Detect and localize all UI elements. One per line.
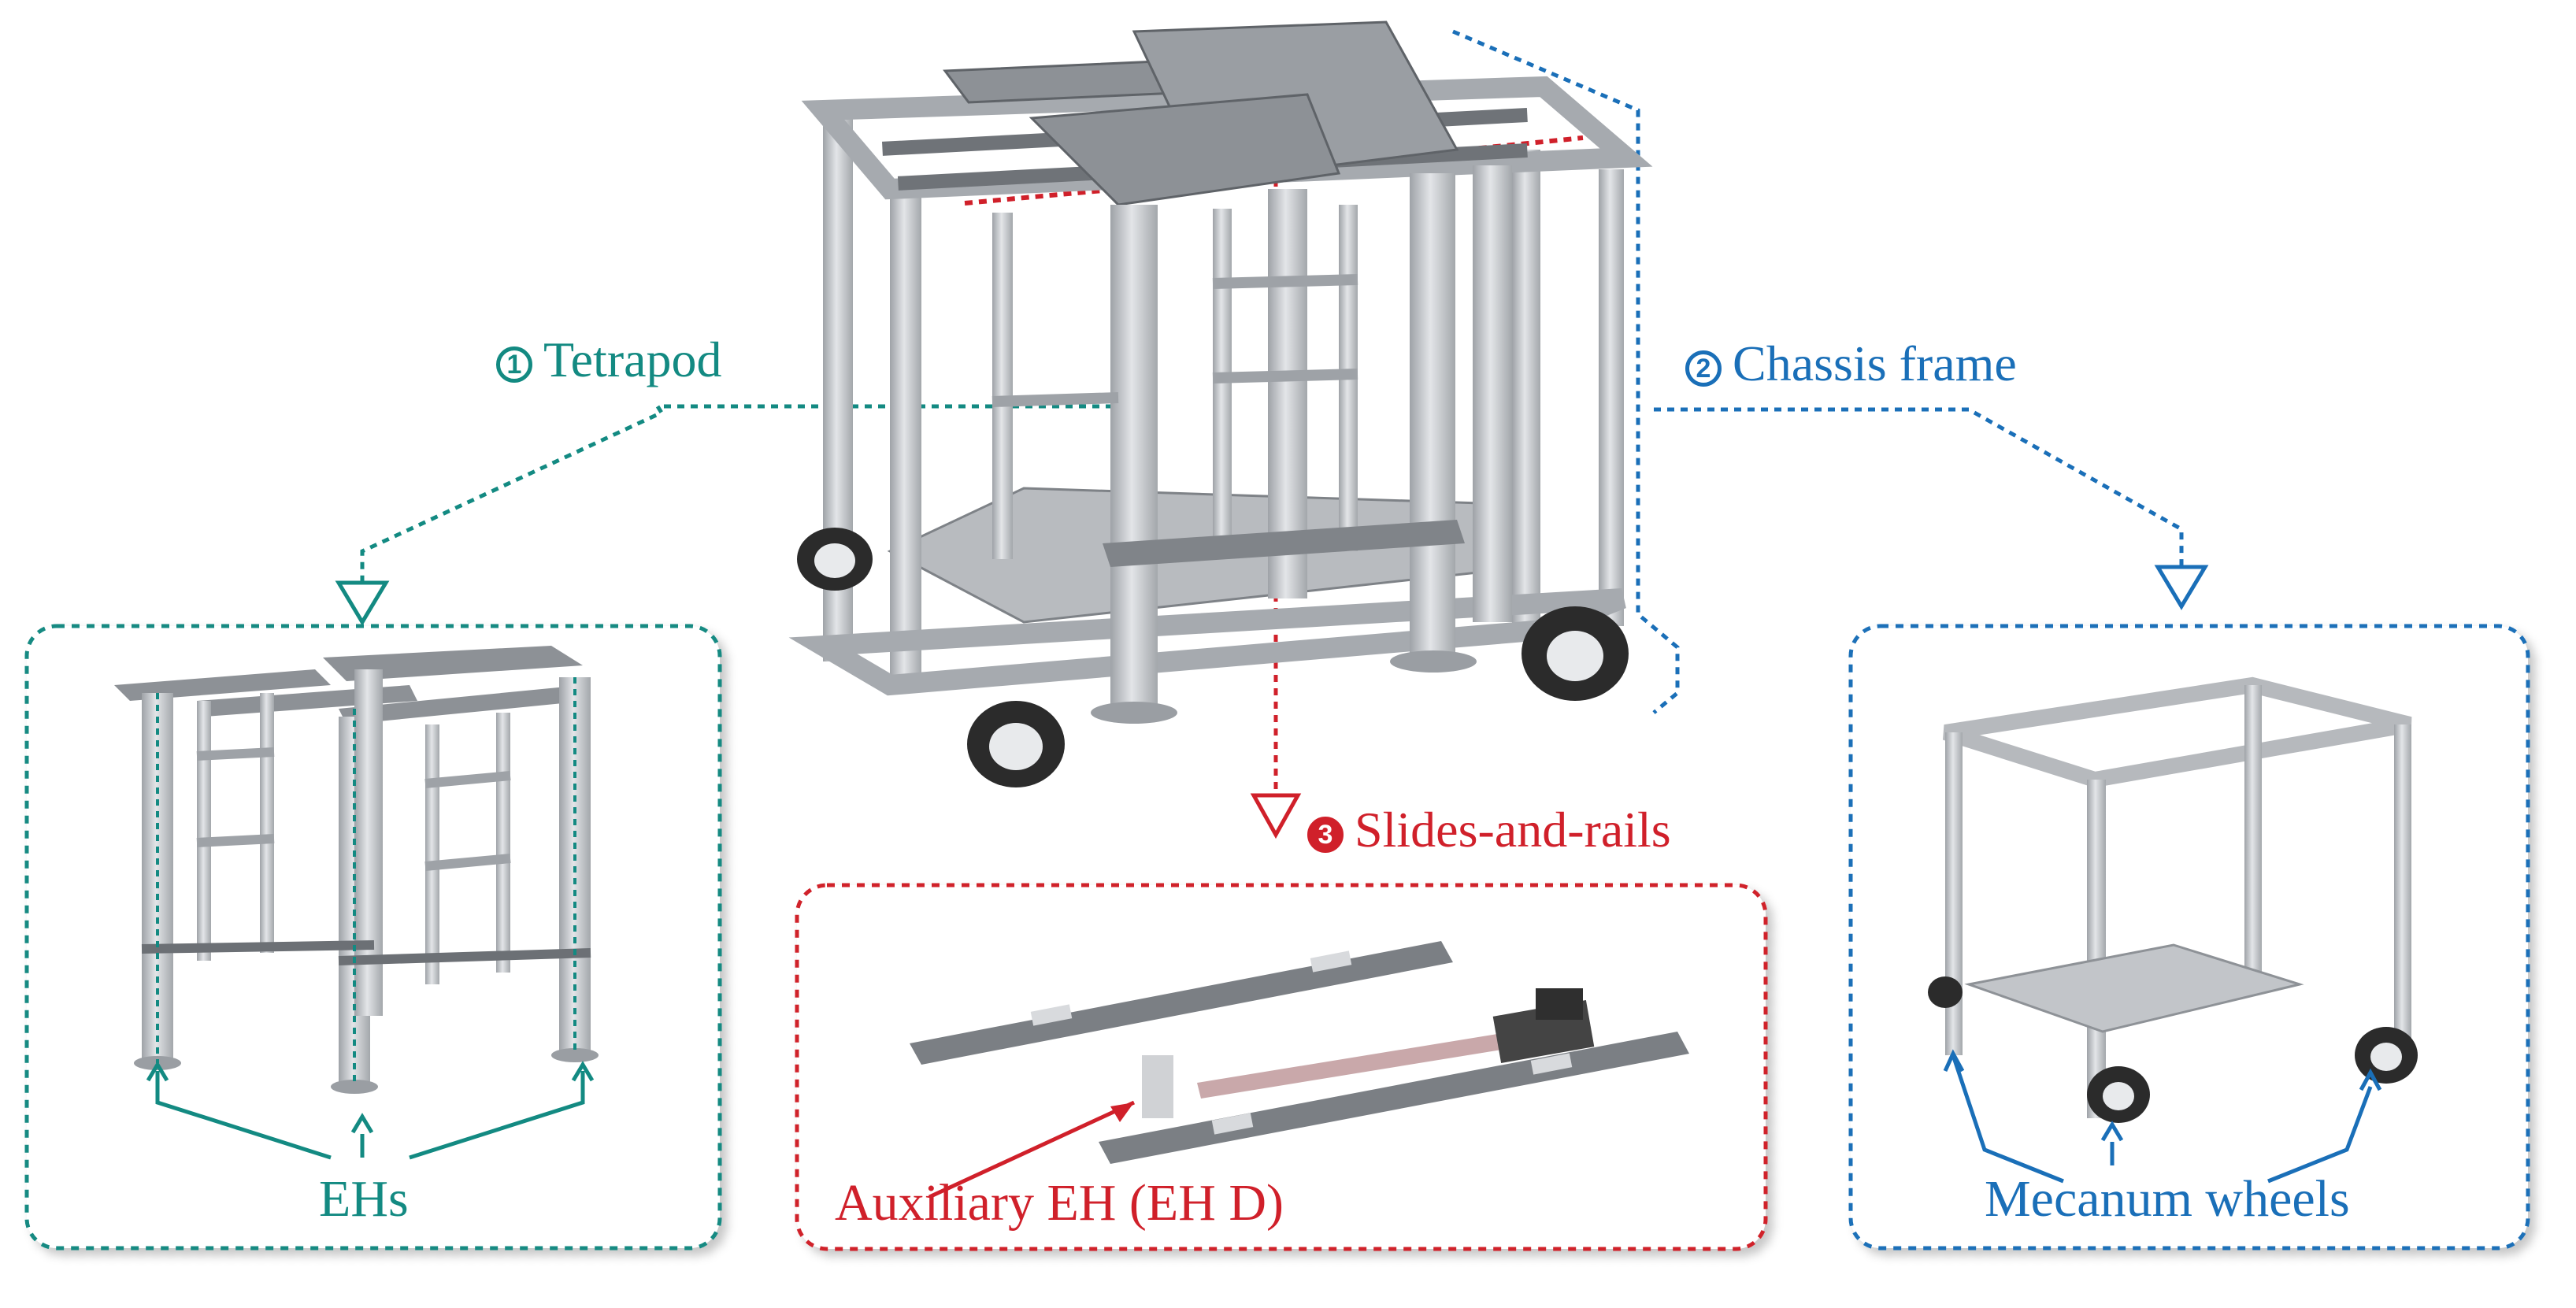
auxiliary-eh-caption: Auxiliary EH (EH D) bbox=[835, 1174, 1284, 1232]
chassis-title: Chassis frame bbox=[1733, 335, 2017, 391]
chassis-number-badge: 2 bbox=[1685, 350, 1722, 387]
slides-label: 3 Slides-and-rails bbox=[1307, 805, 1671, 855]
slides-arrowhead bbox=[1250, 793, 1302, 839]
ehs-pointers bbox=[146, 1061, 595, 1160]
mecanum-wheels-caption: Mecanum wheels bbox=[1985, 1170, 2350, 1228]
chassis-leader-line bbox=[1654, 407, 2184, 567]
slides-number-badge: 3 bbox=[1307, 817, 1344, 854]
tetrapod-leader-line bbox=[360, 404, 1126, 583]
ehs-caption: EHs bbox=[319, 1170, 409, 1228]
slides-box bbox=[795, 883, 1768, 1251]
tetrapod-illustration bbox=[114, 646, 599, 1094]
tetrapod-title: Tetrapod bbox=[543, 332, 722, 387]
chassis-box bbox=[1848, 624, 2530, 1251]
tetrapod-number-badge: 1 bbox=[496, 346, 532, 384]
main-robot-illustration bbox=[788, 20, 1653, 787]
chassis-bracket-line bbox=[1452, 29, 1680, 714]
auxiliary-pointer bbox=[928, 1100, 1136, 1199]
tetrapod-arrowhead bbox=[335, 580, 390, 626]
chassis-illustration bbox=[1928, 676, 2418, 1123]
slides-title: Slides-and-rails bbox=[1355, 802, 1671, 858]
mecanum-pointers bbox=[1943, 1049, 2382, 1184]
slides-illustration bbox=[910, 941, 1689, 1164]
chassis-arrowhead bbox=[2154, 565, 2209, 610]
tetrapod-label: 1 Tetrapod bbox=[496, 335, 722, 385]
